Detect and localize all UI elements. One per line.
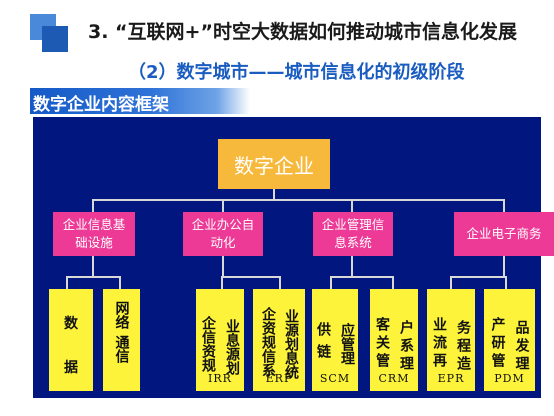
category-node-office-automation: 企业办公自动化 — [183, 212, 263, 256]
leaf-text-col: 客关管 — [374, 317, 390, 371]
leaf-text-col: 网络 通信 — [113, 301, 130, 363]
connector-level1-drop-2 — [222, 199, 224, 212]
connector-level1-drop-3 — [351, 199, 353, 212]
leaf-abbreviation: PDM — [494, 372, 525, 385]
leaf-text-col: 应管理 — [339, 323, 355, 365]
leaf-text-col: 业流再 — [431, 317, 447, 371]
connector-cat2-bus — [221, 276, 281, 278]
category-label: 企业电子商务 — [466, 226, 542, 241]
connector-cat3-down — [351, 256, 353, 277]
section-header-bar — [30, 88, 250, 114]
leaf-abbreviation: CRM — [378, 372, 410, 385]
leaf-node-irr: 企信资规 业息源划 IRR — [196, 289, 244, 391]
connector-cat1-drop-b — [119, 276, 121, 289]
leaf-node-erp: 企资规信系 业源划息统 ERP — [253, 289, 305, 391]
connector-cat3-drop-a — [330, 276, 332, 289]
leaf-text-col: 企信资规 — [200, 316, 216, 372]
connector-cat2-down — [222, 256, 224, 277]
leaf-abbreviation: ERP — [265, 372, 293, 385]
connector-cat2-drop-a — [221, 276, 223, 289]
leaf-node-crm: 客关管 户系理 CRM — [370, 289, 418, 391]
connector-cat4-bus — [450, 276, 507, 278]
leaf-text-col: 业息源划 — [224, 319, 240, 375]
connector-cat4-drop-a — [450, 276, 452, 289]
leaf-text-col: 产研管 — [489, 317, 506, 371]
connector-cat3-drop-b — [392, 276, 394, 289]
leaf-text-col: 数 据 — [64, 316, 78, 376]
connector-level1-bus — [92, 199, 505, 201]
connector-cat4-down — [503, 256, 505, 277]
connector-level1-drop-4 — [503, 199, 505, 212]
leaf-text-col: 业源划息统 — [283, 309, 299, 379]
connector-level1-drop-1 — [92, 199, 94, 212]
category-node-infrastructure: 企业信息基础设施 — [53, 212, 135, 256]
connector-root-down — [273, 189, 275, 200]
slide-subtitle: （2）数字城市——城市信息化的初级阶段 — [128, 62, 465, 83]
category-node-mis: 企业管理信息系统 — [313, 212, 393, 256]
connector-cat4-drop-b — [505, 276, 507, 289]
org-chart-diagram: 数字企业 企业信息基础设施 企业办公自动化 企业管理信息系统 企业电子商务 数 … — [33, 117, 554, 398]
leaf-node-data: 数 据 — [49, 289, 93, 391]
category-label: 企业管理信息系统 — [321, 217, 385, 250]
slide-title: 3. “互联网+”时空大数据如何推动城市信息化发展 — [88, 21, 517, 43]
title-decor-square-dark — [42, 26, 68, 52]
connector-cat3-bus — [330, 276, 394, 278]
leaf-node-network: 网络 通信 — [103, 289, 140, 391]
leaf-abbreviation: SCM — [319, 372, 351, 385]
leaf-node-epr: 业流再 务程造 EPR — [427, 289, 475, 391]
connector-cat1-drop-a — [66, 276, 68, 289]
leaf-text-col: 供链 — [315, 322, 331, 366]
leaf-abbreviation: IRR — [208, 372, 232, 385]
leaf-text-col: 户系理 — [398, 320, 414, 374]
leaf-node-scm: 供链 应管理 SCM — [312, 289, 358, 391]
category-node-ecommerce: 企业电子商务 — [454, 212, 554, 256]
category-label: 企业信息基础设施 — [62, 217, 126, 250]
leaf-abbreviation: EPR — [437, 372, 465, 385]
section-header-label: 数字企业内容框架 — [33, 95, 169, 115]
root-node: 数字企业 — [218, 139, 330, 189]
leaf-node-pdm: 产研管 品发理 PDM — [484, 289, 535, 391]
connector-cat2-drop-b — [279, 276, 281, 289]
category-label: 企业办公自动化 — [191, 217, 255, 250]
leaf-text-col: 务程造 — [455, 320, 471, 374]
leaf-text-col: 企资规信系 — [260, 307, 276, 377]
connector-cat1-bus — [66, 276, 121, 278]
leaf-text-col: 品发理 — [513, 320, 530, 374]
connector-cat1-down — [92, 256, 94, 277]
